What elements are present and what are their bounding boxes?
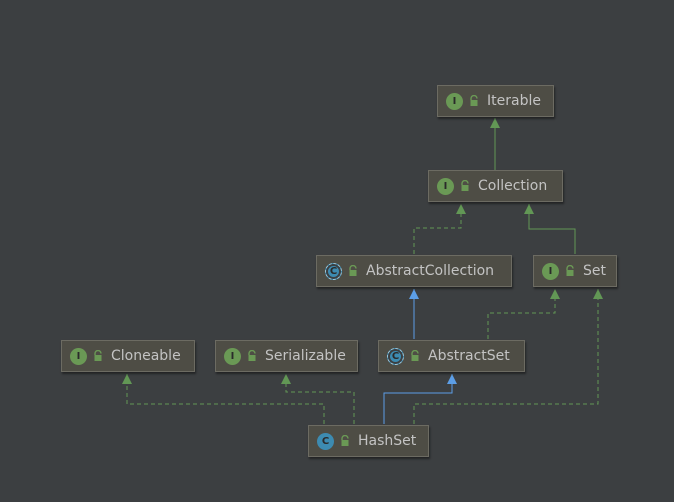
edge-hashset-set — [413, 289, 599, 424]
node-iterable[interactable]: I Iterable — [437, 85, 554, 117]
edge-hashset-cloneable — [126, 374, 325, 424]
edge-hashset-abstractset — [383, 374, 453, 424]
node-label: Serializable — [265, 348, 346, 364]
lock-icon — [411, 350, 419, 361]
node-label: Cloneable — [111, 348, 181, 364]
edge-abstractcollection-collection — [413, 204, 462, 254]
edge-set-collection — [528, 204, 576, 254]
node-cloneable[interactable]: I Cloneable — [61, 340, 195, 372]
interface-icon: I — [224, 347, 241, 365]
node-label: Iterable — [487, 93, 541, 109]
edge-hashset-serializable — [285, 374, 355, 424]
lock-icon — [470, 95, 478, 106]
node-abstract-set[interactable]: C AbstractSet — [378, 340, 525, 372]
node-hash-set[interactable]: C HashSet — [308, 425, 429, 457]
abstract-class-icon: C — [387, 347, 404, 365]
class-icon: C — [317, 432, 334, 450]
interface-icon: I — [70, 347, 87, 365]
edge-abstractset-set — [487, 289, 556, 339]
lock-icon — [94, 350, 102, 361]
node-set[interactable]: I Set — [533, 255, 617, 287]
interface-icon: I — [542, 262, 559, 280]
node-label: AbstractSet — [428, 348, 510, 364]
node-label: Collection — [478, 178, 548, 194]
lock-icon — [248, 350, 256, 361]
lock-icon — [461, 180, 469, 191]
lock-icon — [566, 265, 574, 276]
node-serializable[interactable]: I Serializable — [215, 340, 358, 372]
interface-icon: I — [446, 92, 463, 110]
node-collection[interactable]: I Collection — [428, 170, 563, 202]
node-label: Set — [583, 263, 606, 279]
lock-icon — [349, 265, 357, 276]
node-label: AbstractCollection — [366, 263, 495, 279]
node-abstract-collection[interactable]: C AbstractCollection — [316, 255, 512, 287]
interface-icon: I — [437, 177, 454, 195]
lock-icon — [341, 435, 349, 446]
abstract-class-icon: C — [325, 262, 342, 280]
node-label: HashSet — [358, 433, 417, 449]
